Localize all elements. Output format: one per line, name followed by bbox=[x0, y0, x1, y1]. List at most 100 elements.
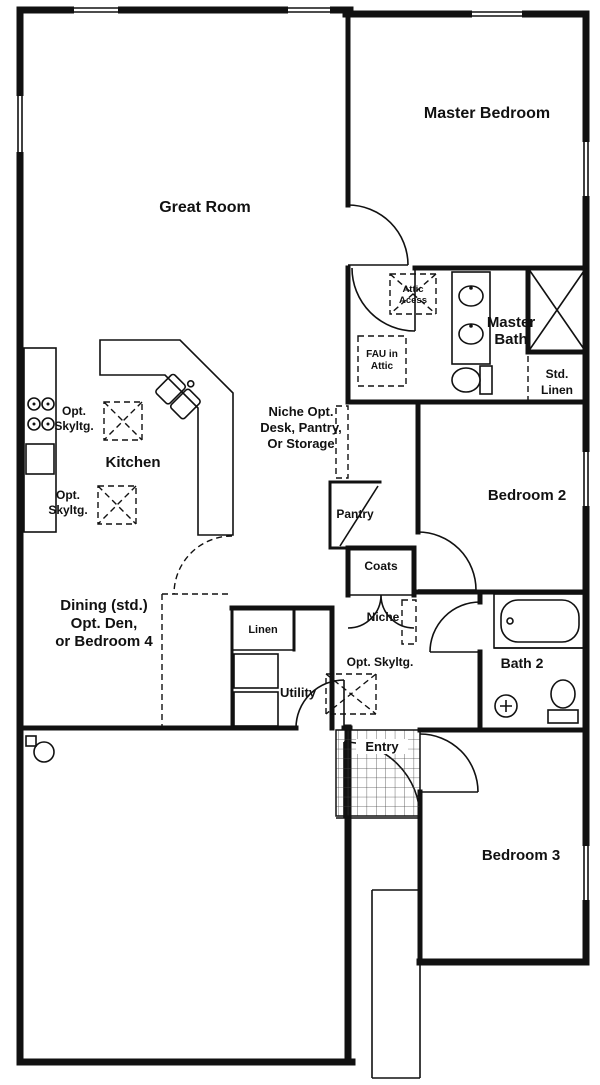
burner-dot-3 bbox=[32, 422, 36, 426]
master-sink-1-faucet bbox=[469, 286, 473, 290]
sink-faucet bbox=[186, 380, 195, 388]
sink-basin-left bbox=[155, 373, 187, 405]
kitchen-sink bbox=[155, 373, 201, 420]
attic-access-label-2: Acess bbox=[399, 295, 427, 306]
utility-label: Utility bbox=[280, 685, 317, 700]
water-heater bbox=[25, 735, 55, 763]
master-bath-label-1: Master bbox=[487, 314, 536, 331]
skylight-upper-label-1: Opt. bbox=[62, 404, 86, 418]
dryer bbox=[233, 691, 279, 727]
niche-block-label-3: Or Storage bbox=[267, 436, 334, 451]
coats-closet-doors bbox=[347, 594, 415, 629]
skylight-hall-x bbox=[325, 673, 377, 715]
bath2-toilet-bowl bbox=[550, 679, 576, 709]
bedroom3-label: Bedroom 3 bbox=[482, 847, 560, 864]
window-glass-7 bbox=[17, 96, 23, 152]
window-glass-6 bbox=[583, 846, 589, 900]
bedroom2-label: Bedroom 2 bbox=[488, 487, 566, 504]
bedroom2-door bbox=[417, 531, 477, 591]
entry-label-bg bbox=[356, 739, 408, 754]
dining-label-3: or Bedroom 4 bbox=[55, 633, 153, 650]
niche-block-label-2: Desk, Pantry, bbox=[260, 420, 341, 435]
bath2-sink bbox=[494, 694, 518, 718]
bath2-toilet-tank bbox=[547, 709, 579, 724]
skylight-box-upper bbox=[103, 401, 143, 441]
bedroom3-door bbox=[419, 733, 479, 793]
fau-label-2: Attic bbox=[371, 361, 394, 372]
burner-dot-1 bbox=[32, 402, 36, 406]
entry-floor bbox=[335, 729, 421, 817]
bath2-door bbox=[429, 601, 481, 653]
kitchen-peninsula-counter bbox=[99, 339, 234, 536]
burner-dot-4 bbox=[46, 422, 50, 426]
fau-box bbox=[357, 335, 407, 387]
water-heater-tank bbox=[33, 741, 55, 763]
master-toilet-tank bbox=[479, 365, 493, 395]
utility-fixtures bbox=[232, 649, 294, 727]
coats-label: Coats bbox=[364, 559, 398, 573]
attic-access-box bbox=[389, 273, 437, 315]
sink-basin-right bbox=[169, 388, 201, 420]
oven bbox=[25, 443, 55, 475]
niche-optional-outline bbox=[335, 405, 349, 479]
skylight-box-lower bbox=[97, 485, 137, 525]
dining-label-2: Opt. Den, bbox=[71, 615, 138, 632]
kitchen-fixtures bbox=[23, 339, 234, 536]
kitchen-left-counter bbox=[23, 347, 57, 533]
burner-1 bbox=[27, 397, 41, 411]
window-glass-2 bbox=[288, 7, 330, 13]
burner-3 bbox=[27, 417, 41, 431]
window-great-room-top-left bbox=[74, 5, 118, 15]
washer bbox=[233, 653, 279, 689]
bath2-fixtures bbox=[493, 593, 587, 724]
interior-walls bbox=[17, 7, 589, 965]
window-glass-5 bbox=[583, 452, 589, 506]
skylight-upper-label-2: Skyltg. bbox=[54, 419, 93, 433]
master-bath-fixtures bbox=[451, 267, 587, 395]
shower-x bbox=[527, 267, 587, 353]
tub-basin bbox=[500, 599, 580, 643]
bath2-toilet bbox=[547, 679, 579, 724]
master-toilet bbox=[451, 365, 493, 395]
window-bedroom2-right bbox=[581, 452, 591, 506]
window-glass-4 bbox=[583, 142, 589, 196]
great-room-label: Great Room bbox=[159, 199, 251, 216]
niche-label: Niche bbox=[367, 610, 400, 624]
master-bedroom-label: Master Bedroom bbox=[424, 105, 550, 122]
window-glass-1 bbox=[74, 7, 118, 13]
skylight-lower-x bbox=[97, 485, 137, 525]
bath2-label: Bath 2 bbox=[501, 655, 544, 671]
optional-features bbox=[97, 273, 529, 726]
master-sink-1 bbox=[458, 285, 484, 307]
master-bedroom-door bbox=[347, 204, 409, 266]
window-great-room-top-right bbox=[288, 5, 330, 15]
window-bedroom3-right bbox=[581, 846, 591, 900]
skylight-upper-x bbox=[103, 401, 143, 441]
hall-niche-outline bbox=[401, 599, 417, 645]
water-heater-pad bbox=[25, 735, 37, 747]
std-linen-label-2: Linen bbox=[541, 383, 573, 397]
attic-access-x bbox=[389, 273, 437, 315]
interior-wall-path bbox=[17, 7, 589, 965]
skylight-upper-rect bbox=[103, 401, 143, 441]
std-linen-label-1: Std. bbox=[546, 367, 569, 381]
fau-label-1: FAU in bbox=[366, 349, 398, 360]
master-toilet-bowl bbox=[451, 367, 481, 393]
windows bbox=[15, 5, 591, 900]
burner-4 bbox=[41, 417, 55, 431]
burner-2 bbox=[41, 397, 55, 411]
window-glass-3 bbox=[472, 11, 522, 17]
attic-access-label-1: Attic bbox=[402, 284, 423, 295]
skylight-hall-label: Opt. Skyltg. bbox=[347, 655, 414, 669]
skylight-lower-label-1: Opt. bbox=[56, 488, 80, 502]
labels: Great Room Master Bedroom Master Bath Ki… bbox=[48, 105, 573, 864]
bath2-sink-faucet bbox=[500, 700, 512, 712]
doors bbox=[295, 204, 481, 819]
skylight-hall-rect bbox=[325, 673, 377, 715]
master-sink-2 bbox=[458, 323, 484, 345]
pantry-door bbox=[339, 485, 379, 547]
dining-label-1: Dining (std.) bbox=[60, 597, 147, 614]
niche-block-label-1: Niche Opt. bbox=[268, 404, 333, 419]
linen-label: Linen bbox=[248, 624, 278, 636]
